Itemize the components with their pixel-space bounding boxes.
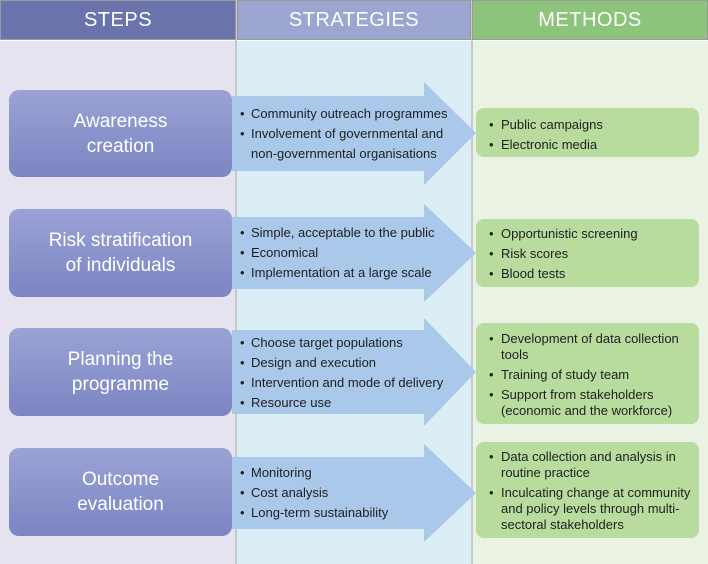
method-item: Risk scores xyxy=(489,244,693,264)
strategy-list: Community outreach programmes Involvemen… xyxy=(240,104,448,164)
strategy-list: Simple, acceptable to the public Economi… xyxy=(240,223,435,283)
method-item: Training of study team xyxy=(489,367,693,383)
method-list: Public campaigns Electronic media xyxy=(489,115,693,155)
step-label-line: Planning the xyxy=(67,349,174,370)
strategy-list: Choose target populations Design and exe… xyxy=(240,333,443,413)
step-risk-stratification: Risk stratification of individuals xyxy=(9,209,232,297)
step-planning-programme: Planning the programme xyxy=(9,328,232,416)
strategy-arrow: Monitoring Cost analysis Long-term susta… xyxy=(232,444,476,542)
method-item: Public campaigns xyxy=(489,115,693,135)
step-label-line: of individuals xyxy=(65,255,176,276)
strategies-header: STRATEGIES xyxy=(237,0,471,40)
step-label-line: Outcome xyxy=(81,469,160,490)
method-box: Development of data collection tools Tra… xyxy=(476,323,699,424)
strategy-item: Economical xyxy=(240,243,435,263)
step-awareness-creation: Awareness creation xyxy=(9,90,232,177)
strategy-item: Simple, acceptable to the public xyxy=(240,223,435,243)
strategy-item: Implementation at a large scale xyxy=(240,263,435,283)
strategy-item: Intervention and mode of delivery xyxy=(240,373,443,393)
step-label-line: Awareness xyxy=(73,110,168,132)
strategy-arrow: Choose target populations Design and exe… xyxy=(232,318,476,426)
method-item: Support from stakeholders (economic and … xyxy=(489,387,693,419)
step-outcome-evaluation: Outcome evaluation xyxy=(9,448,232,536)
methods-header: METHODS xyxy=(472,0,708,40)
strategy-item: Involvement of governmental and xyxy=(240,124,448,144)
method-item: Opportunistic screening xyxy=(489,224,693,244)
strategy-item: Community outreach programmes xyxy=(240,104,448,124)
strategy-item-continuation: non-governmental organisations xyxy=(240,144,448,164)
method-item: Inculcating change at community and poli… xyxy=(489,485,693,533)
method-list: Data collection and analysis in routine … xyxy=(489,449,693,537)
method-item: Electronic media xyxy=(489,135,693,155)
strategy-item: Long-term sustainability xyxy=(240,503,388,523)
step-label-line: programme xyxy=(71,374,170,395)
method-box: Data collection and analysis in routine … xyxy=(476,442,699,538)
strategy-item: Resource use xyxy=(240,393,443,413)
step-label-line: Risk stratification xyxy=(48,230,193,251)
column-divider xyxy=(471,0,473,564)
steps-header: STEPS xyxy=(0,0,236,40)
strategy-item-text: non-governmental organisations xyxy=(251,146,437,161)
method-list: Development of data collection tools Tra… xyxy=(489,331,693,423)
step-label-line: evaluation xyxy=(77,494,164,515)
method-list: Opportunistic screening Risk scores Bloo… xyxy=(489,224,693,284)
strategy-arrow: Simple, acceptable to the public Economi… xyxy=(232,204,476,302)
step-label-line: creation xyxy=(86,135,155,157)
strategy-item: Choose target populations xyxy=(240,333,443,353)
strategy-item: Design and execution xyxy=(240,353,443,373)
method-item: Development of data collection tools xyxy=(489,331,693,363)
method-item: Blood tests xyxy=(489,264,693,284)
method-box: Public campaigns Electronic media xyxy=(476,108,699,157)
method-box: Opportunistic screening Risk scores Bloo… xyxy=(476,219,699,287)
strategy-item: Monitoring xyxy=(240,463,388,483)
method-item: Data collection and analysis in routine … xyxy=(489,449,693,481)
strategy-item: Cost analysis xyxy=(240,483,388,503)
strategy-list: Monitoring Cost analysis Long-term susta… xyxy=(240,463,388,523)
strategy-arrow: Community outreach programmes Involvemen… xyxy=(232,82,476,185)
